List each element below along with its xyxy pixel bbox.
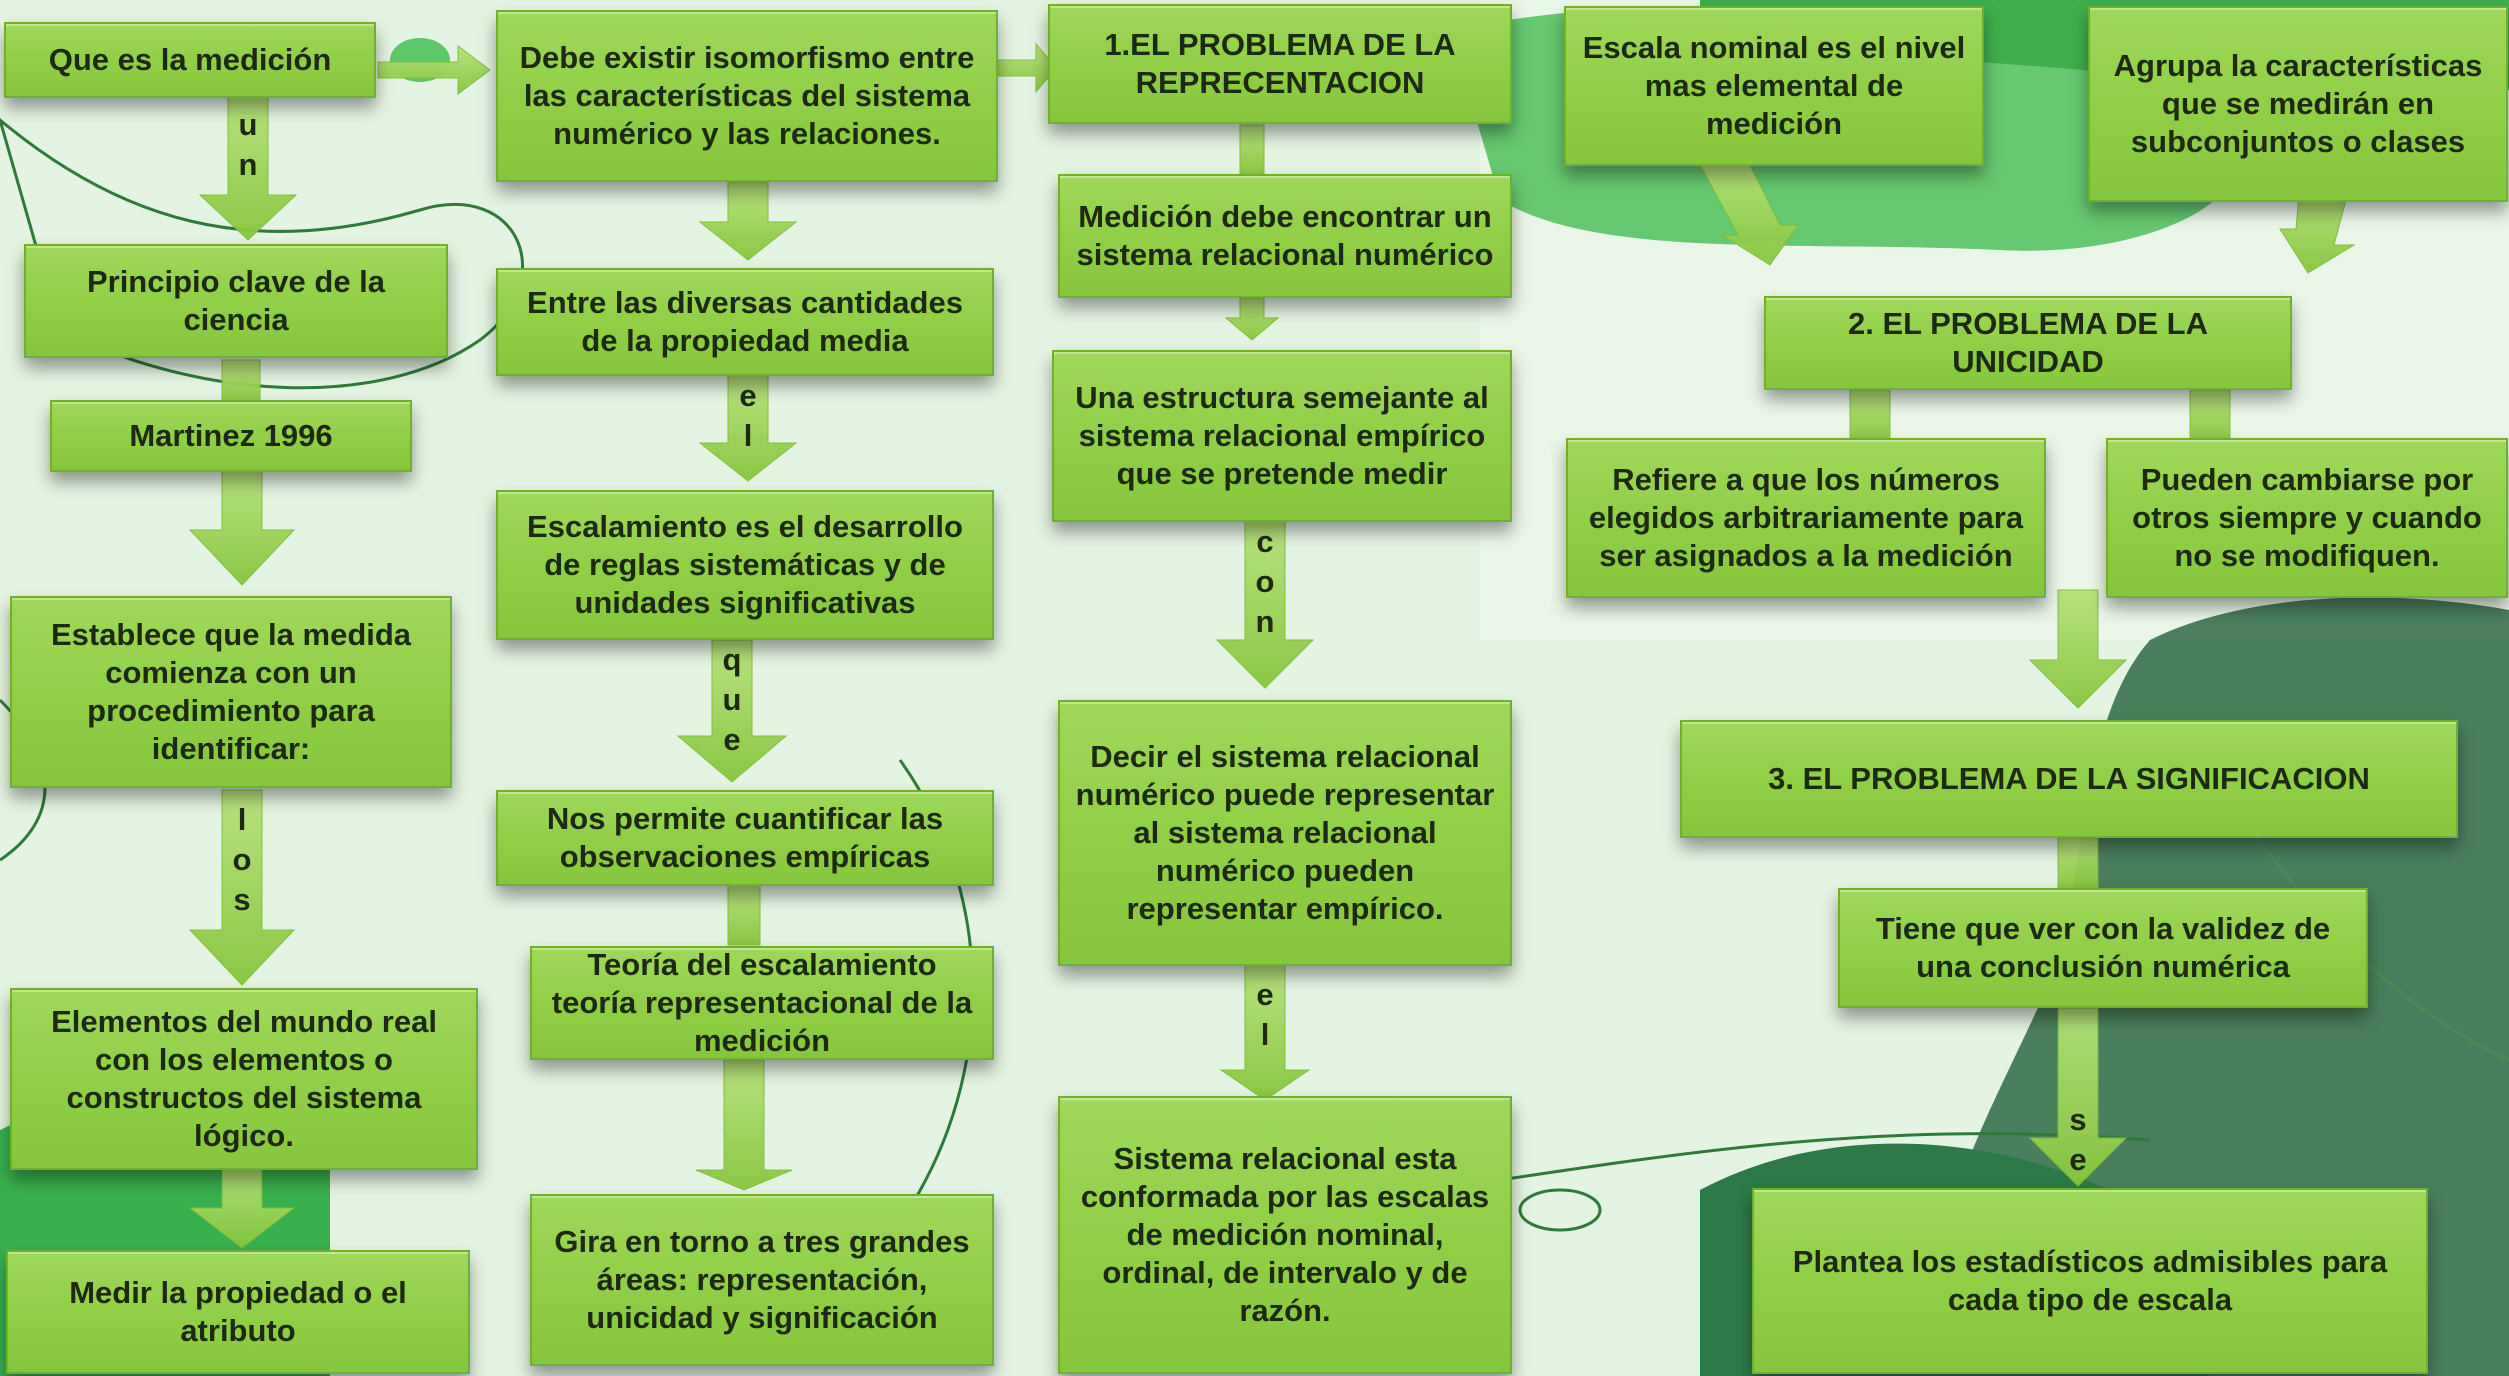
- box-text: Establece que la medida comienza con un …: [50, 617, 412, 766]
- box-text: Sistema relacional esta conformada por l…: [1080, 1141, 1490, 1328]
- box-escalamiento: Escalamiento es el desarrollo de reglas …: [496, 490, 994, 640]
- box-principio-clave: Principio clave de la ciencia: [24, 244, 448, 358]
- box-text: Pueden cambiarse por otros siempre y cua…: [2132, 462, 2482, 573]
- box-decir-sistema: Decir el sistema relacional numérico pue…: [1058, 700, 1512, 966]
- box-agrupa: Agrupa la características que se medirán…: [2088, 6, 2508, 202]
- connector-word-se: s e: [2058, 1100, 2098, 1180]
- box-que-es-la-medicion: Que es la medición: [4, 22, 376, 98]
- box-text: Elementos del mundo real con los element…: [51, 1004, 437, 1153]
- box-problema-representacion: 1.EL PROBLEMA DE LA REPRECENTACION: [1048, 4, 1512, 124]
- box-text: Que es la medición: [48, 42, 332, 77]
- arrow-decir-sistema: [1219, 964, 1311, 1101]
- arrow-problema1-medicion: [1239, 124, 1265, 176]
- connector-word-el-1: e l: [728, 376, 768, 456]
- box-problema-significacion: 3. EL PROBLEMA DE LA SIGNIFICACION: [1680, 720, 2458, 838]
- box-problema-unicidad: 2. EL PROBLEMA DE LA UNICIDAD: [1764, 296, 2292, 390]
- connector-letter: l: [1260, 1017, 1270, 1052]
- connector-letter: n: [1255, 604, 1275, 639]
- box-martinez-1996: Martinez 1996: [50, 400, 412, 472]
- box-pueden-cambiarse: Pueden cambiarse por otros siempre y cua…: [2106, 438, 2508, 598]
- connector-word-los: l o s: [222, 800, 262, 920]
- arrow-entre-escalamiento: [698, 374, 798, 482]
- box-text: Nos permite cuantificar las observacione…: [546, 801, 944, 874]
- box-gira-en-torno: Gira en torno a tres grandes áreas: repr…: [530, 1194, 994, 1366]
- connector-letter: l: [743, 418, 753, 453]
- box-sistema-relacional: Sistema relacional esta conformada por l…: [1058, 1096, 1512, 1374]
- arrow-tiene-plantea: [2028, 1007, 2128, 1187]
- box-text: Tiene que ver con la validez de una conc…: [1875, 911, 2331, 984]
- arrow-que-principio: [198, 94, 298, 241]
- connector-word-el-2: e l: [1245, 975, 1285, 1055]
- box-nos-permite: Nos permite cuantificar las observacione…: [496, 790, 994, 886]
- connector-letter: l: [237, 802, 247, 837]
- box-text: Gira en torno a tres grandes áreas: repr…: [554, 1224, 970, 1335]
- box-text: Principio clave de la ciencia: [86, 264, 386, 337]
- connector-letter: n: [238, 147, 258, 182]
- connector-letter: o: [1255, 564, 1275, 599]
- arrow-isomorfismo-entre: [698, 181, 798, 261]
- box-teoria-escalamiento: Teoría del escalamiento teoría represent…: [530, 946, 994, 1060]
- arrow-medicion-estructura: [1224, 297, 1280, 341]
- connector-letter: e: [2069, 1142, 2087, 1177]
- connector-word-un: u n: [228, 105, 268, 185]
- arrow-escala-problema2: [1699, 164, 1799, 266]
- box-text: Plantea los estadísticos admisibles para…: [1792, 1244, 2388, 1317]
- arrow-pueden-problema3: [2028, 589, 2128, 709]
- arrow-problema2-refiere: [1849, 389, 1891, 441]
- box-elementos-mundo-real: Elementos del mundo real con los element…: [10, 988, 478, 1170]
- connector-letter: o: [232, 842, 252, 877]
- connector-word-que: q u e: [712, 640, 752, 760]
- connector-letter: s: [2069, 1102, 2087, 1137]
- arrow-escalamiento-nos: [676, 639, 788, 783]
- box-text: 3. EL PROBLEMA DE LA SIGNIFICACION: [1768, 761, 2370, 796]
- arrow-nos-teoria: [727, 884, 761, 946]
- box-text: Refiere a que los números elegidos arbit…: [1588, 462, 2024, 573]
- connector-letter: e: [723, 722, 741, 757]
- connector-letter: s: [233, 882, 251, 917]
- box-refiere: Refiere a que los números elegidos arbit…: [1566, 438, 2046, 598]
- arrow-problema2-pueden: [2189, 389, 2231, 441]
- box-estructura-semejante: Una estructura semejante al sistema rela…: [1052, 350, 1512, 522]
- box-establece: Establece que la medida comienza con un …: [10, 596, 452, 788]
- box-plantea: Plantea los estadísticos admisibles para…: [1752, 1188, 2428, 1374]
- arrow-establece-elementos: [188, 789, 296, 986]
- arrow-que-isomorfismo: [377, 45, 491, 95]
- box-text: Decir el sistema relacional numérico pue…: [1075, 739, 1495, 926]
- connector-letter: c: [1256, 524, 1274, 559]
- arrow-principio-martinez: [221, 359, 261, 403]
- connector-letter: u: [238, 107, 258, 142]
- box-text: Medición debe encontrar un sistema relac…: [1076, 199, 1494, 272]
- connector-word-con: c o n: [1245, 522, 1285, 642]
- box-text: 2. EL PROBLEMA DE LA UNICIDAD: [1848, 306, 2208, 379]
- box-text: Escala nominal es el nivel mas elemental…: [1582, 30, 1966, 141]
- box-text: Martinez 1996: [129, 418, 333, 453]
- connector-letter: e: [739, 378, 757, 413]
- box-text: Entre las diversas cantidades de la prop…: [527, 285, 963, 358]
- box-tiene-que-ver: Tiene que ver con la validez de una conc…: [1838, 888, 2368, 1008]
- connector-letter: u: [722, 682, 742, 717]
- box-text: Debe existir isomorfismo entre las carac…: [519, 40, 975, 151]
- box-text: Medir la propiedad o el atributo: [69, 1275, 407, 1348]
- box-medir-propiedad: Medir la propiedad o el atributo: [6, 1250, 470, 1374]
- arrow-isomorfismo-problema1: [997, 42, 1057, 94]
- arrow-elementos-medir: [188, 1167, 296, 1249]
- box-medicion-debe: Medición debe encontrar un sistema relac…: [1058, 174, 1512, 298]
- arrow-estructura-decir: [1215, 519, 1315, 689]
- box-text: Una estructura semejante al sistema rela…: [1075, 380, 1489, 491]
- box-entre-cantidades: Entre las diversas cantidades de la prop…: [496, 268, 994, 376]
- arrow-problema3-tiene: [2057, 837, 2099, 889]
- connector-letter: e: [1256, 977, 1274, 1012]
- box-text: Teoría del escalamiento teoría represent…: [551, 947, 973, 1058]
- box-isomorfismo: Debe existir isomorfismo entre las carac…: [496, 10, 998, 182]
- box-text: Agrupa la características que se medirán…: [2113, 48, 2483, 159]
- box-text: Escalamiento es el desarrollo de reglas …: [527, 509, 963, 620]
- connector-letter: q: [722, 642, 742, 677]
- arrow-teoria-gira: [695, 1059, 793, 1191]
- arrow-martinez-establece: [188, 469, 296, 586]
- box-escala-nominal: Escala nominal es el nivel mas elemental…: [1564, 6, 1984, 166]
- box-text: 1.EL PROBLEMA DE LA REPRECENTACION: [1104, 27, 1456, 100]
